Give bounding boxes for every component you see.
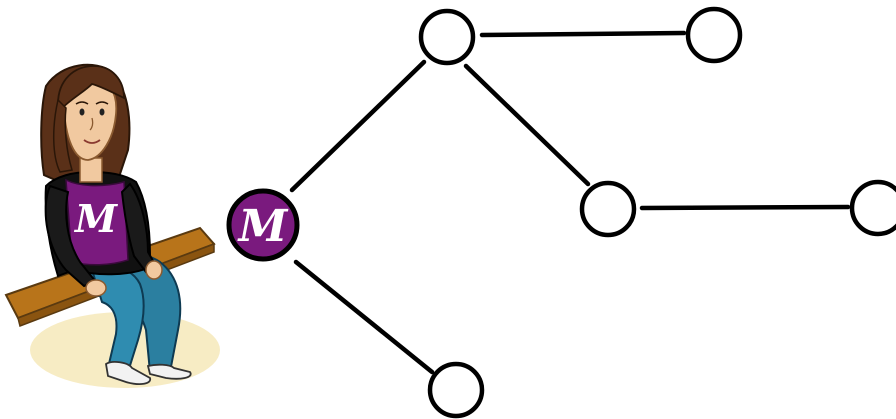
- node-top[interactable]: [418, 8, 476, 66]
- edge-root-to-top: [289, 59, 427, 193]
- edge-top-to-top-right: [479, 30, 687, 38]
- node-bottom[interactable]: [427, 361, 485, 419]
- shirt-letter: M: [73, 196, 118, 241]
- node-top-right[interactable]: [685, 6, 743, 64]
- node-root-label: M: [237, 201, 289, 252]
- edge-root-to-bottom: [293, 259, 435, 375]
- hair-front: [57, 65, 125, 112]
- nodes: M: [226, 6, 896, 419]
- left-hand: [85, 279, 107, 297]
- right-hand: [145, 260, 163, 280]
- shoes: [105, 361, 192, 385]
- node-root[interactable]: M: [226, 188, 300, 262]
- edges: [289, 30, 851, 375]
- hair-side: [52, 98, 73, 173]
- node-middle[interactable]: [579, 180, 637, 238]
- neck: [79, 157, 103, 183]
- node-root-circle[interactable]: [226, 188, 300, 262]
- facial-features: [75, 101, 109, 144]
- edge-middle-to-right: [639, 204, 851, 211]
- person-illustration: M: [4, 63, 220, 388]
- edge-top-to-middle: [463, 63, 591, 187]
- node-right[interactable]: [849, 179, 896, 237]
